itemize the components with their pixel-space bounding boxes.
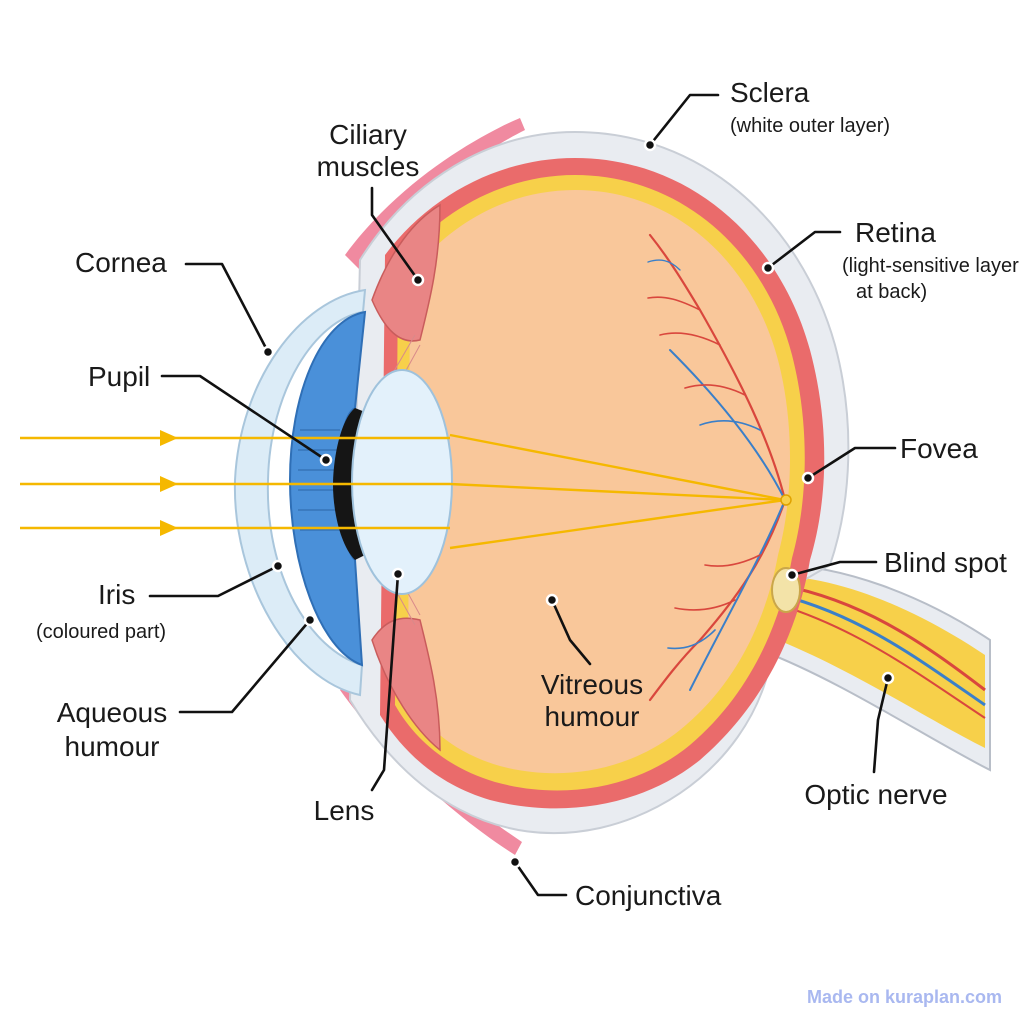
- light-rays: [20, 430, 786, 550]
- iris-label: Iris: [98, 579, 135, 610]
- sclera-sublabel: (white outer layer): [730, 115, 890, 137]
- iris-texture: [298, 429, 340, 531]
- fovea-point: [780, 494, 792, 506]
- ciliary-muscle-upper: [371, 203, 441, 342]
- retina-sublabel-line1: (light-sensitive layer: [842, 255, 1019, 277]
- watermark-text: Made on kuraplan.com: [806, 987, 1002, 1007]
- light-ray-arrow-icon: [160, 430, 178, 446]
- lens-label: Lens: [314, 795, 375, 826]
- optic-nerve-structure: [759, 563, 991, 772]
- lens-body: [351, 369, 453, 595]
- vitreous-humour-label-line2: humour: [545, 701, 640, 732]
- aqueous-humour-label-line2: humour: [65, 731, 160, 762]
- pupil-label: Pupil: [88, 361, 150, 392]
- light-ray-arrow-icon: [160, 520, 178, 536]
- cornea-label: Cornea: [75, 247, 167, 278]
- vitreous-humour-label-line1: Vitreous: [541, 669, 643, 700]
- leader-lines: [148, 93, 897, 897]
- ciliary-muscles-label-line1: Ciliary: [329, 119, 407, 150]
- cornea-dome: [233, 288, 367, 697]
- labels: Sclera (white outer layer) Ciliary muscl…: [36, 77, 1019, 911]
- ciliary-muscles-label-line2: muscles: [317, 151, 420, 182]
- retina-label: Retina: [855, 217, 936, 248]
- retinal-blood-vessels: [647, 233, 787, 702]
- aqueous-humour-label-line1: Aqueous: [57, 697, 168, 728]
- ciliary-muscle-lower: [371, 617, 441, 752]
- sclera-label: Sclera: [730, 77, 810, 108]
- iris-sublabel: (coloured part): [36, 621, 166, 643]
- light-ray-arrow-icon: [160, 476, 178, 492]
- retina-sublabel-line2: at back): [856, 281, 927, 303]
- conjunctiva-label: Conjunctiva: [575, 880, 722, 911]
- optic-nerve-label: Optic nerve: [804, 779, 947, 810]
- fovea-label: Fovea: [900, 433, 978, 464]
- blind-spot-label: Blind spot: [884, 547, 1007, 578]
